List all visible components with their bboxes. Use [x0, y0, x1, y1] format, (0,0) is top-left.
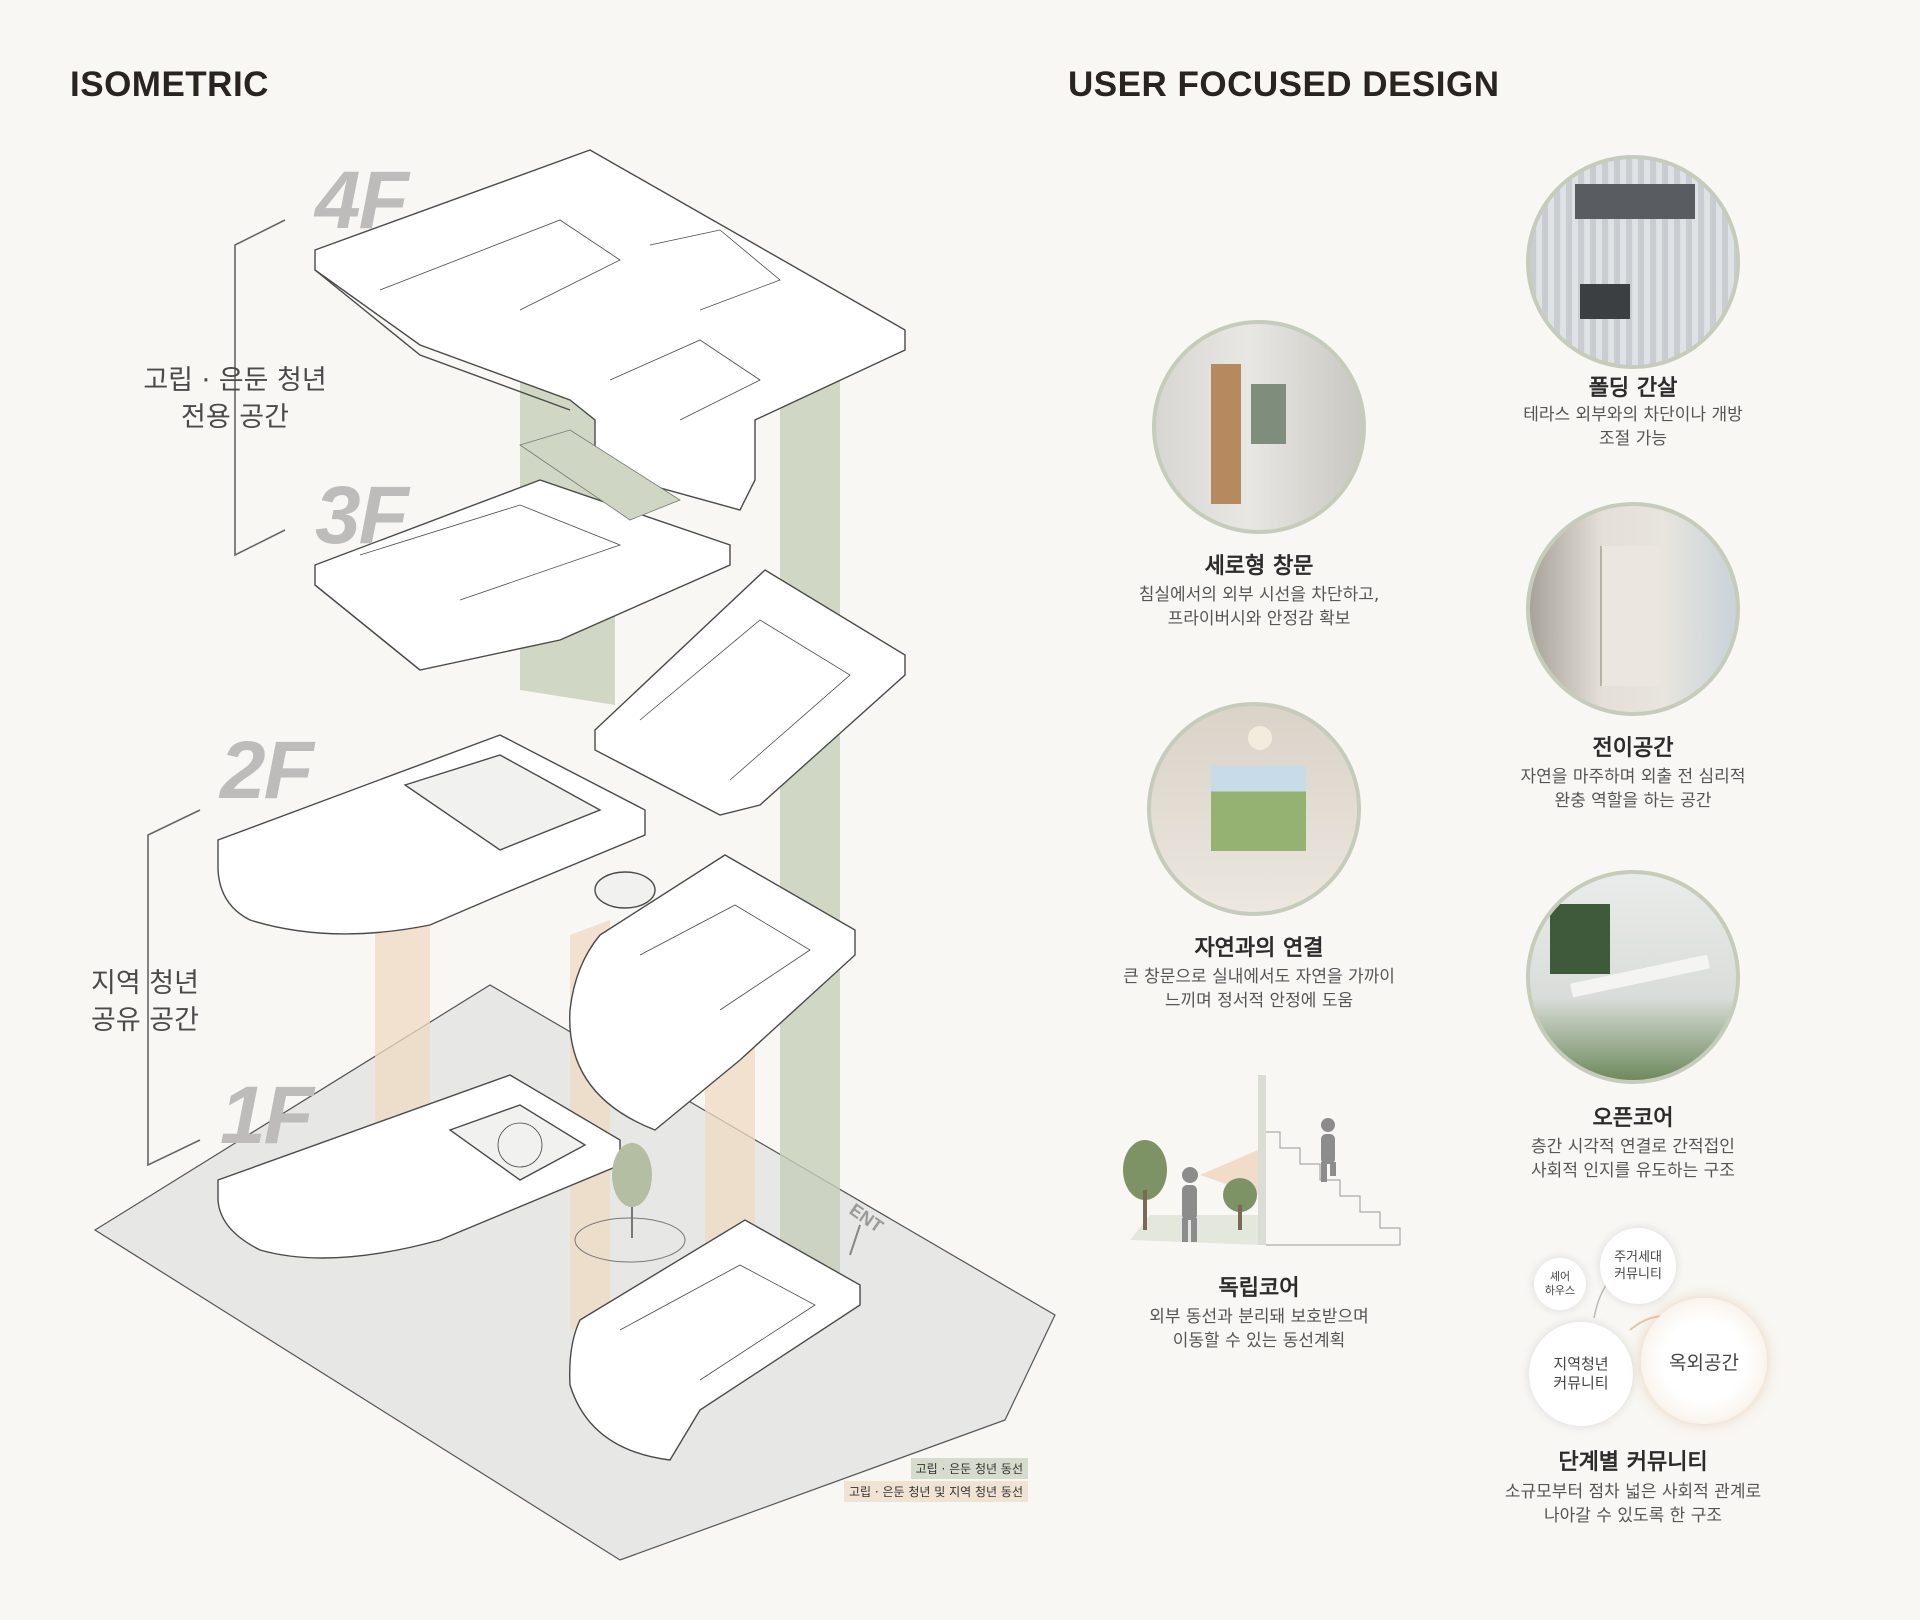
- card-desc-vertical-window-line2: 프라이버시와 안정감 확보: [1167, 609, 1351, 629]
- card-desc-open-core-line2: 사회적 인지를 유도하는 구조: [1531, 1161, 1735, 1181]
- floor-label-1f: 1F: [220, 1070, 314, 1161]
- bubble-local-line1: 지역청년: [1553, 1355, 1609, 1373]
- photo-nature-connection: [1147, 702, 1361, 916]
- bracket-lower-line1: 지역 청년: [91, 968, 199, 999]
- card-desc-transition-space-line2: 완충 역할을 하는 공간: [1554, 791, 1712, 811]
- floor-slab-4f: [314, 149, 906, 511]
- card-desc-folding-louver-line2: 조절 가능: [1599, 429, 1667, 449]
- floor-label-2f: 2F: [220, 725, 314, 816]
- card-desc-vertical-window-line1: 침실에서의 외부 시선을 차단하고,: [1138, 585, 1380, 605]
- card-desc-independent-core-line2: 이동할 수 있는 동선계획: [1172, 1331, 1346, 1351]
- floor-slab-1f-east: [569, 1219, 861, 1461]
- photo-corridor: [1600, 546, 1660, 686]
- photo-vertical-window: [1152, 320, 1366, 534]
- photo-louver-window: [1575, 184, 1695, 219]
- photo-folding-louver: [1526, 155, 1740, 369]
- card-desc-transition-space: 자연을 마주하며 외출 전 심리적 완충 역할을 하는 공간: [1473, 765, 1793, 813]
- card-desc-transition-space-line1: 자연을 마주하며 외출 전 심리적: [1520, 767, 1746, 787]
- card-desc-folding-louver: 테라스 외부와의 차단이나 개방 조절 가능: [1473, 403, 1793, 451]
- photo-transition-space: [1526, 502, 1740, 716]
- card-desc-nature-connection: 큰 창문으로 실내에서도 자연을 가까이 느끼며 정서적 안정에 도움: [1099, 965, 1419, 1013]
- card-desc-stepwise-community: 소규모부터 점차 넓은 사회적 관계로 나아갈 수 있도록 한 구조: [1473, 1480, 1793, 1528]
- card-desc-independent-core: 외부 동선과 분리돼 보호받으며 이동할 수 있는 동선계획: [1099, 1305, 1419, 1353]
- card-desc-nature-connection-line1: 큰 창문으로 실내에서도 자연을 가까이: [1123, 967, 1395, 987]
- card-title-vertical-window: 세로형 창문: [1204, 554, 1314, 579]
- bubble-resident-line2: 커뮤니티: [1614, 1267, 1662, 1282]
- user-focused-title: USER FOCUSED DESIGN: [1068, 65, 1500, 104]
- card-desc-open-core-line1: 층간 시각적 연결로 간적접인: [1531, 1137, 1735, 1157]
- card-title-transition-space: 전이공간: [1592, 736, 1674, 761]
- card-desc-vertical-window: 침실에서의 외부 시선을 차단하고, 프라이버시와 안정감 확보: [1099, 583, 1419, 631]
- floor-slab-3f: [314, 429, 731, 671]
- bubble-share-house: 셰어 하우스: [1534, 1258, 1586, 1310]
- courtyard-tree: [574, 1143, 686, 1263]
- bracket-lower: [147, 809, 201, 1167]
- bubble-resident-community: 주거세대 커뮤니티: [1600, 1228, 1676, 1304]
- floor-slab-2f-east: [569, 854, 856, 1131]
- bracket-lower-line2: 공유 공간: [91, 1005, 199, 1036]
- floor-label-4f: 4F: [315, 155, 409, 246]
- bracket-label-lower: 지역 청년 공유 공간: [70, 965, 220, 1039]
- card-title-independent-core: 독립코어: [1218, 1276, 1300, 1301]
- floor-slab-3f-east: [594, 569, 906, 816]
- isometric-title: ISOMETRIC: [70, 65, 269, 104]
- floor-slab-1f: [217, 1074, 621, 1259]
- card-desc-folding-louver-line1: 테라스 외부와의 차단이나 개방: [1523, 405, 1743, 425]
- bracket-upper-line1: 고립 · 은둔 청년: [143, 365, 327, 396]
- card-desc-stepwise-community-line2: 나아갈 수 있도록 한 구조: [1543, 1506, 1722, 1526]
- legend-shared-path: 고립 · 은둔 청년 및 지역 청년 동선: [843, 1481, 1028, 1502]
- bubble-resident-line1: 주거세대: [1614, 1250, 1662, 1265]
- bracket-upper-line2: 전용 공간: [181, 402, 289, 433]
- bubble-share-house-line1: 셰어: [1549, 1270, 1571, 1283]
- bubble-share-house-line2: 하우스: [1544, 1284, 1576, 1297]
- card-title-nature-connection: 자연과의 연결: [1194, 936, 1324, 961]
- bracket-upper: [234, 219, 286, 557]
- card-desc-independent-core-line1: 외부 동선과 분리돼 보호받으며: [1149, 1307, 1369, 1327]
- card-desc-nature-connection-line2: 느끼며 정서적 안정에 도움: [1164, 991, 1354, 1011]
- card-desc-stepwise-community-line1: 소규모부터 점차 넓은 사회적 관계로: [1504, 1482, 1762, 1502]
- photo-green-wall: [1550, 904, 1610, 974]
- photo-door-accent: [1211, 364, 1241, 504]
- card-desc-open-core: 층간 시각적 연결로 간적접인 사회적 인지를 유도하는 구조: [1473, 1135, 1793, 1183]
- bubble-local-line2: 커뮤니티: [1553, 1374, 1609, 1392]
- bubble-local-community: 지역청년 커뮤니티: [1529, 1322, 1633, 1426]
- entrance-arrow: [849, 1224, 861, 1256]
- photo-pendant-lamp: [1248, 726, 1272, 750]
- photo-window-blind: [1251, 384, 1286, 444]
- bracket-label-upper: 고립 · 은둔 청년 전용 공간: [115, 362, 355, 436]
- card-title-stepwise-community: 단계별 커뮤니티: [1558, 1450, 1708, 1475]
- floor-slab-2f: [217, 734, 656, 935]
- bubble-outdoor-space: 옥외공간: [1641, 1298, 1767, 1424]
- photo-open-core: [1526, 870, 1740, 1084]
- card-title-folding-louver: 폴딩 간살: [1588, 376, 1678, 401]
- photo-landscape-window: [1211, 766, 1306, 851]
- floor-label-3f: 3F: [315, 470, 409, 561]
- photo-louver-opening: [1580, 284, 1630, 319]
- legend-isolated-path: 고립 · 은둔 청년 동선: [910, 1458, 1028, 1479]
- card-title-open-core: 오픈코어: [1592, 1106, 1674, 1131]
